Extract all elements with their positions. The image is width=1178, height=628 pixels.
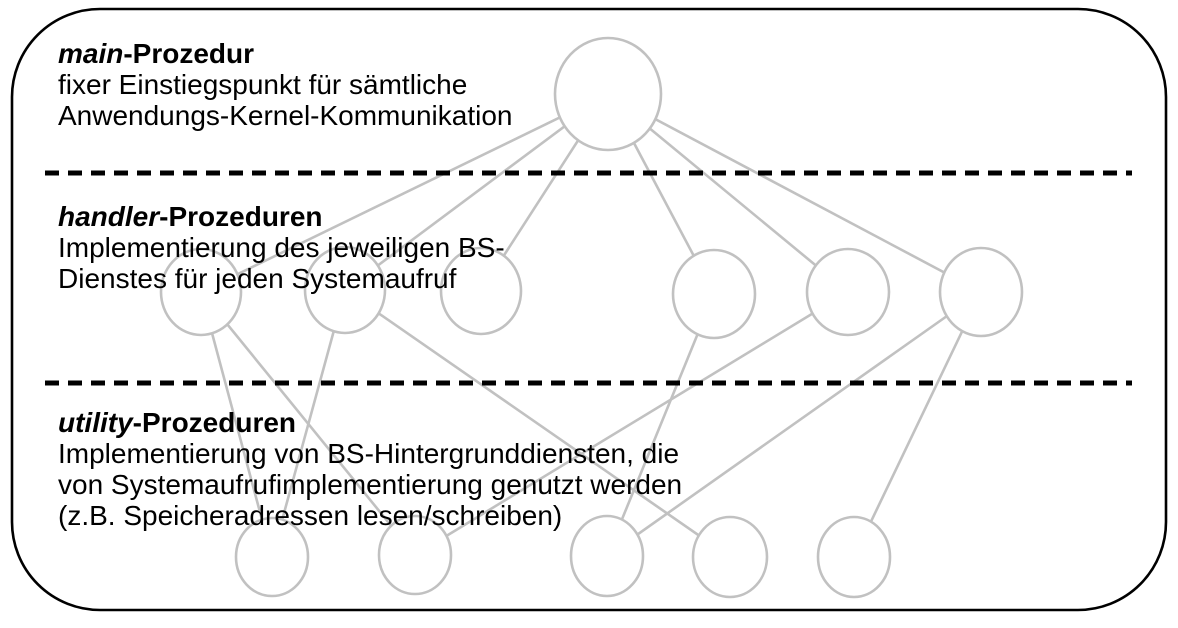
main-procedure-term: main: [58, 38, 124, 69]
handler-procedures-desc-2: Dienstes für jeden Systemaufruf: [58, 263, 457, 294]
utility-procedures-title: utility-Prozeduren: [58, 407, 682, 438]
node-utility-5: [816, 515, 892, 599]
edge-h1-u1: [199, 291, 274, 558]
node-handler-4: [671, 248, 757, 340]
edge-h6-u5: [852, 291, 983, 558]
node-utility-3: [569, 514, 645, 598]
main-procedure-label: main-Prozedur fixer Einstiegspunkt für s…: [58, 38, 512, 131]
edge-main-h1: [200, 92, 609, 294]
node-handler-6: [938, 246, 1024, 338]
edge-h2-u1: [270, 289, 347, 558]
main-procedure-suffix: -Prozedur: [123, 38, 255, 69]
edge-h6-u3: [606, 290, 982, 558]
edge-h4-u3: [605, 293, 716, 557]
utility-procedures-label: utility-Prozeduren Implementierung von B…: [58, 407, 682, 531]
utility-procedures-desc-1: Implementierung von BS-Hintergrunddienst…: [58, 438, 680, 469]
node-utility-1: [234, 516, 310, 598]
node-handler-5: [805, 247, 891, 337]
utility-procedures-term: utility: [58, 407, 133, 438]
handler-procedures-term: handler: [58, 201, 160, 232]
edge-main-h6: [607, 92, 982, 294]
utility-procedures-desc-3: (z.B. Speicheradressen lesen/schreiben): [58, 500, 563, 531]
node-handler-3: [439, 246, 523, 336]
handler-procedures-label: handler-Prozeduren Implementierung des j…: [58, 201, 505, 294]
node-handler-2: [303, 245, 387, 335]
edge-h5-u2: [414, 290, 849, 557]
main-procedure-desc-1: fixer Einstiegspunkt für sämtliche: [58, 69, 468, 100]
main-procedure-title: main-Prozedur: [58, 38, 512, 69]
node-utility-2: [377, 514, 453, 596]
handler-procedures-desc-1: Implementierung des jeweiligen BS-: [58, 232, 505, 263]
utility-procedures-suffix: -Prozeduren: [132, 407, 297, 438]
utility-procedures-desc-2: von Systemaufrufimplementierung genutzt …: [58, 469, 683, 500]
node-main-procedure: [553, 36, 663, 152]
handler-procedures-suffix: -Prozeduren: [159, 201, 323, 232]
main-procedure-desc-2: Anwendungs-Kernel-Kommunikation: [58, 100, 513, 131]
node-handler-1: [159, 247, 243, 337]
handler-procedures-title: handler-Prozeduren: [58, 201, 505, 232]
edge-h2-u4: [344, 288, 731, 559]
node-utility-4: [691, 515, 769, 599]
outer-border: [10, 7, 1168, 612]
